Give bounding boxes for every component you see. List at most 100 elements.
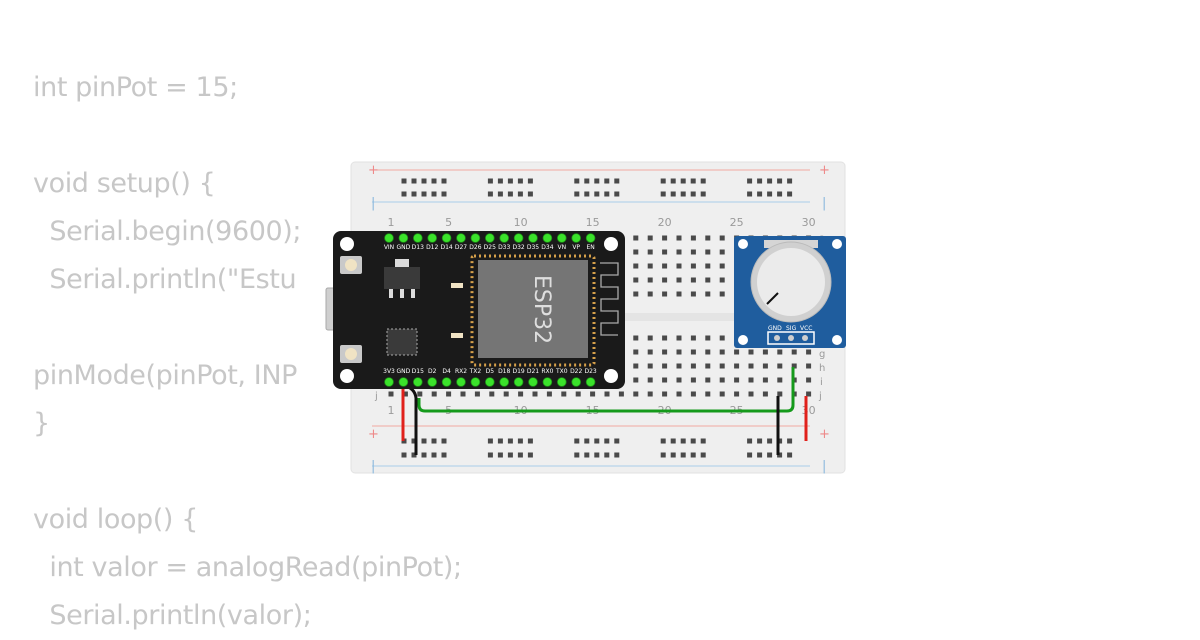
rail-hole: [441, 438, 447, 444]
rail-hole: [660, 452, 666, 458]
rail-hole: [421, 452, 427, 458]
breadboard-hole: [705, 235, 711, 241]
breadboard-hole: [676, 377, 682, 383]
breadboard-hole: [647, 235, 653, 241]
esp32-pin: [571, 377, 581, 387]
esp32-pin: [384, 233, 394, 243]
breadboard-hole: [748, 377, 754, 383]
breadboard-hole: [647, 349, 653, 355]
esp32-pin: [513, 377, 524, 387]
breadboard-hole: [762, 377, 768, 383]
rail-hole: [584, 178, 590, 184]
rail-hole: [487, 452, 493, 458]
esp32-pin-label: D35: [527, 244, 539, 251]
rail-hole: [527, 191, 533, 197]
breadboard-hole: [633, 349, 639, 355]
breadboard-hole: [676, 335, 682, 341]
rail-hole: [431, 438, 437, 444]
rail-hole: [700, 178, 706, 184]
rail-hole: [700, 191, 706, 197]
rail-hole: [767, 178, 773, 184]
rail-hole: [497, 452, 503, 458]
rail-hole: [700, 438, 706, 444]
breadboard-hole: [690, 263, 696, 269]
pot-pin-label-vcc: VCC: [800, 325, 812, 332]
breadboard-hole: [748, 349, 754, 355]
breadboard-hole: [762, 363, 768, 369]
pot-pin-header: [767, 331, 815, 345]
breadboard-hole: [633, 263, 639, 269]
column-label: 30: [802, 404, 816, 417]
code-line: Serial.begin(9600);: [33, 216, 302, 247]
breadboard-hole: [633, 249, 639, 255]
rail-hole: [614, 452, 620, 458]
esp32-pin: [441, 233, 452, 243]
breadboard-hole: [791, 349, 797, 355]
breadboard-hole: [633, 235, 639, 241]
breadboard-hole: [705, 249, 711, 255]
breadboard-hole: [719, 249, 725, 255]
breadboard-hole: [777, 363, 783, 369]
esp32-pin: [542, 377, 553, 387]
esp32-pin-label: EN: [586, 244, 594, 251]
breadboard-hole: [690, 277, 696, 283]
breadboard-hole: [647, 291, 653, 297]
rail-hole: [411, 191, 417, 197]
rail-hole: [411, 178, 417, 184]
esp32-pin-label: 3V3: [383, 368, 395, 375]
rail-hole: [680, 438, 686, 444]
breadboard-hole: [705, 291, 711, 297]
rail-hole: [757, 452, 763, 458]
esp32-pin: [470, 233, 481, 243]
breadboard-hole: [647, 335, 653, 341]
rail-hole: [517, 438, 523, 444]
rail-hole: [497, 438, 503, 444]
breadboard-hole: [575, 391, 581, 397]
esp32-pin: [384, 377, 394, 387]
rail-hole: [441, 452, 447, 458]
row-label-g: g: [819, 349, 825, 360]
rail-hole: [787, 178, 793, 184]
rail-hole: [777, 178, 783, 184]
rail-hole: [401, 452, 407, 458]
rail-hole: [604, 452, 610, 458]
esp32-chip-label: ESP32: [529, 275, 554, 344]
column-label: 5: [445, 216, 452, 229]
rail-hole: [401, 191, 407, 197]
rail-hole: [431, 191, 437, 197]
breadboard-hole: [676, 235, 682, 241]
esp32-pin-label: D32: [512, 244, 524, 251]
column-label: 10: [514, 216, 528, 229]
breadboard-hole: [705, 349, 711, 355]
rail-hole: [660, 178, 666, 184]
rail-hole: [660, 438, 666, 444]
breadboard-hole: [690, 363, 696, 369]
code-line: Serial.println("Estu: [33, 264, 297, 295]
esp32-pin-label: D26: [469, 244, 481, 251]
breadboard-hole: [417, 391, 423, 397]
esp32-pin: [556, 233, 567, 243]
breadboard-hole: [719, 377, 725, 383]
mount-hole-br: [604, 369, 618, 383]
rail-hole: [441, 178, 447, 184]
reset-button: [340, 345, 362, 363]
breadboard-hole: [676, 249, 682, 255]
esp32-pin-label: VP: [572, 244, 580, 251]
esp32-pin: [499, 377, 510, 387]
rail-hole: [487, 438, 493, 444]
breadboard-hole: [662, 377, 668, 383]
breadboard-hole: [705, 377, 711, 383]
code-line: }: [33, 408, 50, 439]
esp32-pin-label: D2: [428, 368, 437, 375]
breadboard-hole: [690, 249, 696, 255]
esp32-pin: [571, 233, 581, 243]
rail-hole: [787, 191, 793, 197]
esp32-pin: [499, 233, 510, 243]
esp32-pin: [470, 377, 481, 387]
rail-hole: [507, 178, 513, 184]
rail-hole: [660, 191, 666, 197]
pot-knob: [757, 248, 825, 316]
breadboard-hole: [676, 391, 682, 397]
